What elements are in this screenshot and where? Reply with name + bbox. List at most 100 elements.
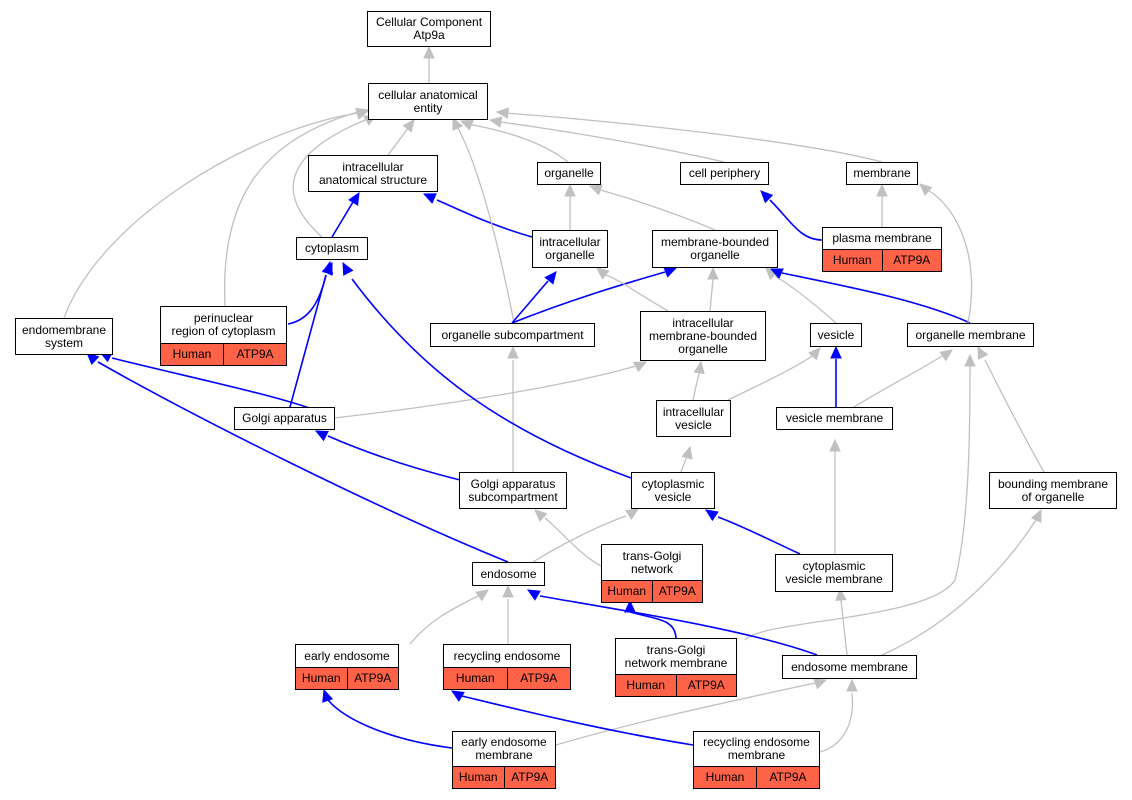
annotation-gene: ATP9A <box>675 675 737 696</box>
node-intracellular-anatomical-structure: intracellular anatomical structure <box>308 155 438 192</box>
node-organelle: organelle <box>537 162 601 185</box>
edge-arrowhead <box>402 119 415 133</box>
edge-arrowhead <box>321 261 333 276</box>
annotation-row: Human ATP9A <box>823 249 941 271</box>
node-label: early endosome membrane <box>461 735 547 762</box>
node-intracellular-membrane-bounded-organelle: intracellular membrane-bounded organelle <box>640 311 766 361</box>
node-label: plasma membrane <box>832 231 932 245</box>
annotation-species: Human <box>705 770 745 784</box>
edge-arrowhead <box>422 193 437 204</box>
node-cytoplasm: cytoplasm <box>296 237 368 260</box>
part-of-edge <box>436 199 533 238</box>
node-bounding-membrane-of-organelle: bounding membrane of organelle <box>989 472 1117 509</box>
edge-arrowhead <box>813 678 828 690</box>
node-trans-golgi-network: trans-Golgi network Human ATP9A <box>601 544 703 603</box>
edge-arrowhead <box>846 678 858 692</box>
edge-arrowhead <box>977 345 989 360</box>
node-endomembrane-system: endomembrane system <box>15 318 113 355</box>
annotation-species: Human <box>626 678 666 692</box>
is-a-edge <box>387 126 410 156</box>
annotation-gene: ATP9A <box>503 767 556 788</box>
part-of-edge <box>539 595 818 656</box>
annotation-gene: ATP9A <box>506 668 571 689</box>
node-early-endosome: early endosome Human ATP9A <box>295 644 399 690</box>
part-of-edge <box>781 272 971 324</box>
edge-arrowhead <box>939 349 953 362</box>
part-of-edge <box>327 699 453 749</box>
edge-arrowhead <box>544 271 557 285</box>
node-intracellular-organelle: intracellular organelle <box>532 230 608 268</box>
edge-arrowhead <box>769 268 784 280</box>
edge-arrowhead <box>633 361 648 373</box>
node-cytoplasmic-vesicle-membrane: cytoplasmic vesicle membrane <box>775 554 893 592</box>
is-a-edge <box>532 515 627 563</box>
is-a-edge <box>292 117 371 238</box>
annotation-species: Human <box>832 253 872 267</box>
edge-arrowhead <box>348 191 360 206</box>
is-a-edge <box>744 364 971 641</box>
edge-arrowhead <box>423 45 435 59</box>
node-recycling-endosome-membrane: recycling endosome membrane Human ATP9A <box>693 731 820 789</box>
node-vesicle-membrane: vesicle membrane <box>776 407 893 430</box>
edge-arrowhead <box>835 587 847 601</box>
edge-arrowhead <box>495 107 510 119</box>
annotation-gene: ATP9A <box>346 668 399 689</box>
part-of-edge <box>351 278 632 479</box>
node-label: cytoplasmic vesicle <box>641 476 705 504</box>
is-a-edge <box>63 112 359 319</box>
edge-arrowhead <box>663 266 678 278</box>
annotation-gene: ATP9A <box>756 767 819 788</box>
node-plasma-membrane: plasma membrane Human ATP9A <box>822 227 942 272</box>
edge-arrowhead <box>625 508 640 521</box>
node-label: Golgi apparatus <box>242 411 327 425</box>
is-a-edge <box>504 112 883 163</box>
is-a-edge <box>709 278 714 312</box>
annotation-gene: ATP9A <box>881 250 942 271</box>
node-cellular-anatomical-entity: cellular anatomical entity <box>368 83 488 120</box>
is-a-edge <box>499 121 725 163</box>
node-label: endosome <box>480 566 537 581</box>
is-a-edge <box>599 189 716 231</box>
node-label: trans-Golgi network <box>622 548 682 576</box>
is-a-edge <box>840 599 848 656</box>
is-a-edge <box>467 123 569 163</box>
annotation-species: Human <box>607 584 647 598</box>
node-label: membrane <box>853 166 911 180</box>
node-cytoplasmic-vesicle: cytoplasmic vesicle <box>631 472 715 509</box>
annotation-row: Human ATP9A <box>453 766 555 788</box>
edge-arrowhead <box>808 347 821 361</box>
edge-arrowhead <box>322 688 334 703</box>
annotation-species: Human <box>455 671 495 685</box>
node-intracellular-vesicle: intracellular vesicle <box>656 400 731 437</box>
node-label: cellular anatomical entity <box>378 87 478 115</box>
node-golgi-apparatus-subcompartment: Golgi apparatus subcompartment <box>459 472 567 509</box>
node-label: membrane-bounded organelle <box>660 235 770 262</box>
edge-arrowhead <box>830 345 842 359</box>
node-label: intracellular anatomical structure <box>318 159 428 187</box>
edge-arrowhead <box>596 267 610 280</box>
edge-arrowhead <box>452 116 464 131</box>
annotation-row: Human ATP9A <box>694 766 819 788</box>
edge-arrowhead <box>1030 508 1042 523</box>
node-label: bounding membrane of organelle <box>997 476 1109 504</box>
edge-arrowhead <box>488 116 503 128</box>
node-label: intracellular membrane-bounded organelle <box>648 315 758 356</box>
edge-arrowhead <box>964 353 976 367</box>
annotation-row: Human ATP9A <box>161 343 286 365</box>
annotation-gene: ATP9A <box>651 581 703 602</box>
edge-arrowhead <box>564 183 576 197</box>
edge-arrowhead <box>475 589 489 602</box>
part-of-edge <box>717 516 801 555</box>
part-of-edge <box>461 695 694 746</box>
annotation-species: Human <box>301 671 341 685</box>
node-membrane-bounded-organelle: membrane-bounded organelle <box>652 230 778 268</box>
edge-arrowhead <box>693 360 705 375</box>
node-label: intracellular organelle <box>539 235 601 262</box>
node-label: endosome membrane <box>791 659 908 674</box>
node-organelle-membrane: organelle membrane <box>907 323 1034 347</box>
edge-arrowhead <box>876 183 888 197</box>
is-a-edge <box>727 355 813 401</box>
edge-arrowhead <box>450 690 465 702</box>
annotation-species: Human <box>172 347 212 361</box>
